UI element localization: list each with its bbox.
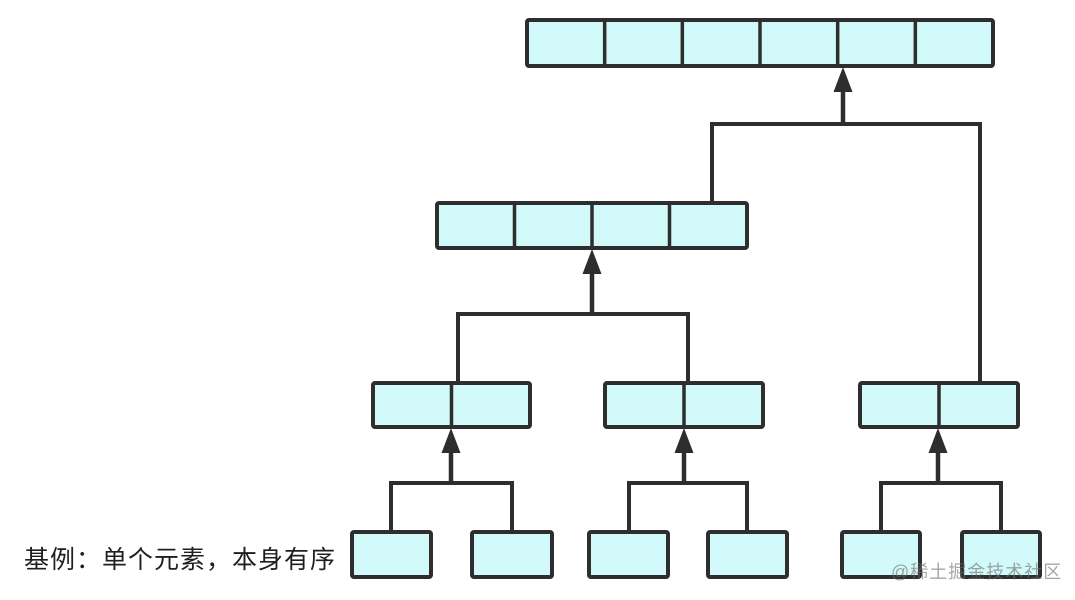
up-arrow-to-pair-right-head bbox=[928, 428, 948, 453]
caption-base-case: 基例：单个元素，本身有序 bbox=[24, 546, 337, 574]
bracket-top-level bbox=[710, 122, 982, 383]
up-arrow-to-merged-4-head bbox=[582, 249, 602, 274]
up-arrow-to-pair-left-head bbox=[441, 428, 461, 453]
leaf-box-4 bbox=[706, 530, 789, 579]
leaf-box-6 bbox=[960, 530, 1042, 579]
up-arrow-to-merged-6-head bbox=[833, 67, 853, 92]
bracket-mid-level bbox=[456, 312, 690, 383]
leaf-box-3 bbox=[587, 530, 670, 579]
bracket-group-middle bbox=[627, 481, 749, 532]
bracket-group-left bbox=[389, 481, 514, 532]
leaf-box-5 bbox=[840, 530, 922, 579]
bracket-group-right bbox=[879, 481, 1003, 532]
up-arrow-to-pair-middle-head bbox=[674, 428, 694, 453]
watermark: @稀土掘金技术社区 bbox=[891, 562, 1063, 582]
leaf-box-1 bbox=[350, 530, 433, 579]
leaf-box-2 bbox=[470, 530, 554, 579]
